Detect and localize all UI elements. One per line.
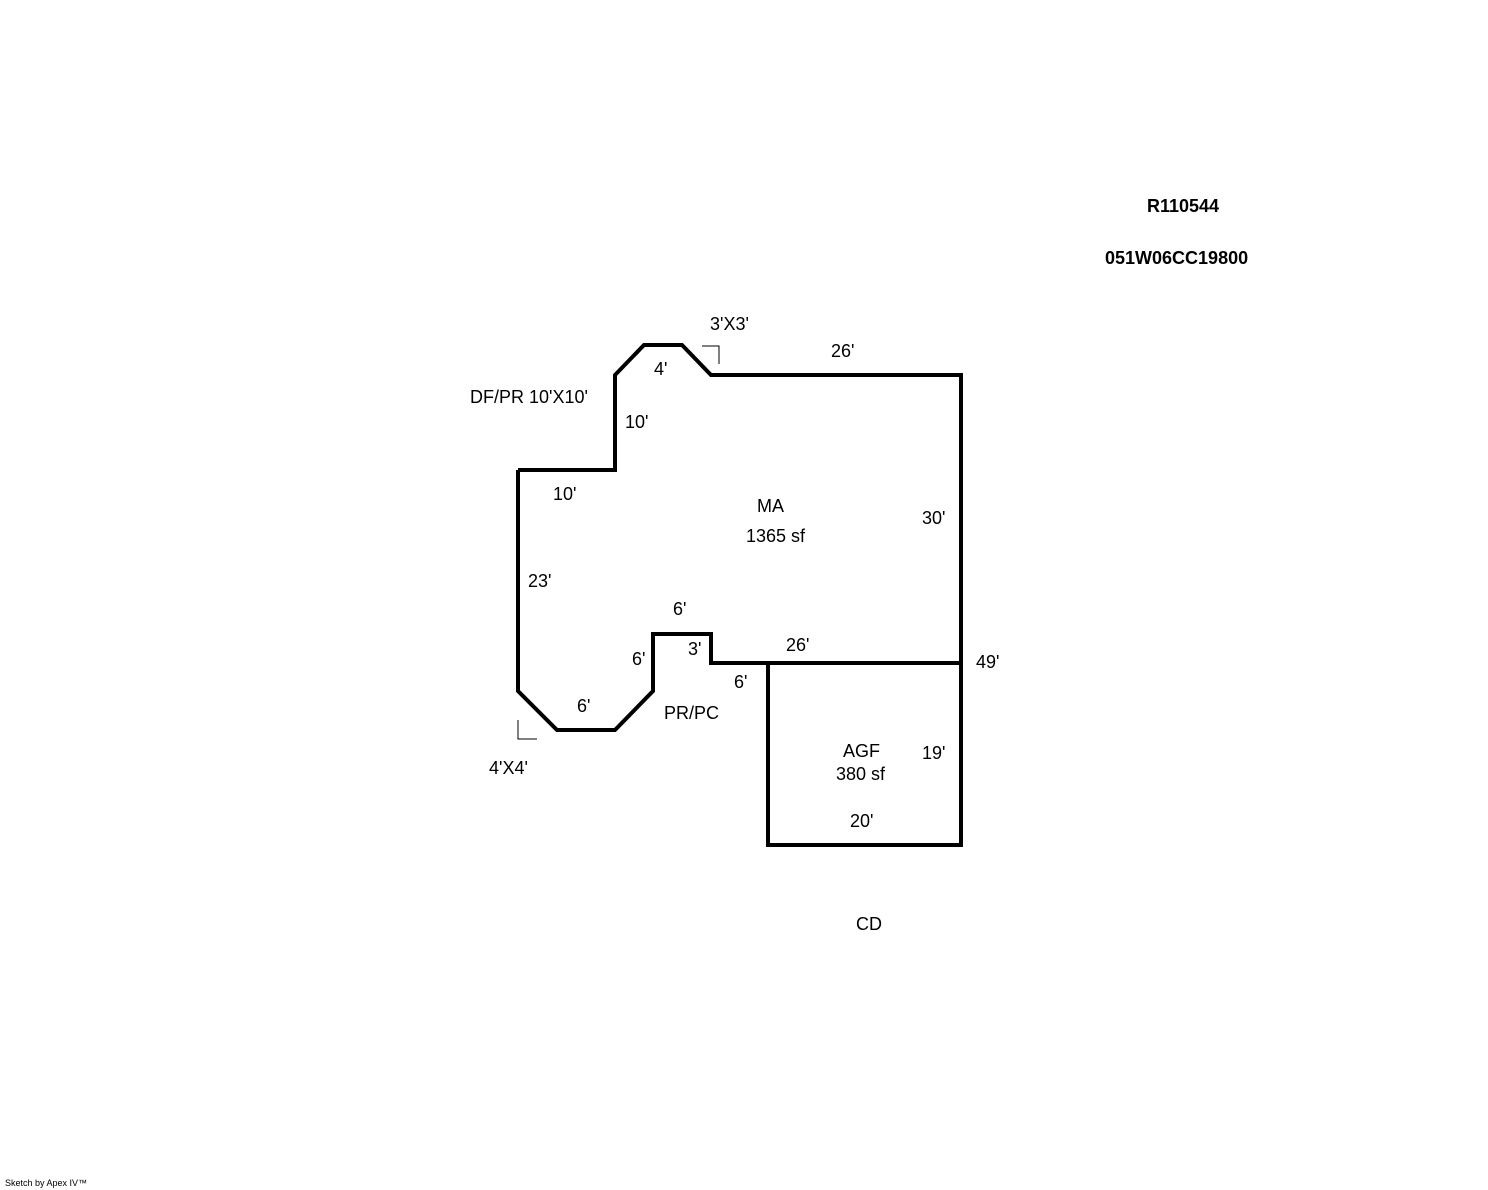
- sketch-credit: Sketch by Apex IV™: [5, 1178, 88, 1188]
- dim-top-right: 26': [831, 341, 855, 361]
- dim-middle: 26': [786, 635, 810, 655]
- main-area-outline: [516, 343, 963, 847]
- dim-porch-left: 6': [632, 649, 646, 669]
- dim-porch-right: 6': [734, 672, 748, 692]
- dim-garage-right: 19': [922, 743, 946, 763]
- dim-porch-top: 6': [673, 599, 687, 619]
- parcel-id: R110544: [1147, 196, 1220, 216]
- bay-bottom-marker: [517, 720, 537, 740]
- bay-bottom-label: 4'X4': [489, 758, 528, 778]
- main-area-size: 1365 sf: [746, 526, 806, 546]
- dim-left-upper: 10': [625, 412, 649, 432]
- dim-left-step: 10': [553, 484, 577, 504]
- dim-top-bay: 4': [654, 359, 668, 379]
- bay-top-label: 3'X3': [710, 314, 749, 334]
- dim-right-upper: 30': [922, 508, 946, 528]
- dim-bottom-bay: 6': [577, 696, 591, 716]
- dim-right-total: 49': [976, 652, 1000, 672]
- bay-top-marker: [702, 345, 720, 364]
- garage-area-code: AGF: [843, 741, 881, 761]
- garage-area-size: 380 sf: [836, 764, 886, 784]
- main-area-code: MA: [757, 496, 784, 516]
- deck-label: DF/PR 10'X10': [470, 387, 588, 407]
- dim-porch-notch: 3': [688, 639, 702, 659]
- dim-garage-bottom: 20': [850, 811, 874, 831]
- dim-left-vertical: 23': [528, 571, 552, 591]
- porch-label: PR/PC: [664, 703, 720, 723]
- cd-label: CD: [856, 914, 882, 934]
- map-number: 051W06CC19800: [1105, 248, 1249, 268]
